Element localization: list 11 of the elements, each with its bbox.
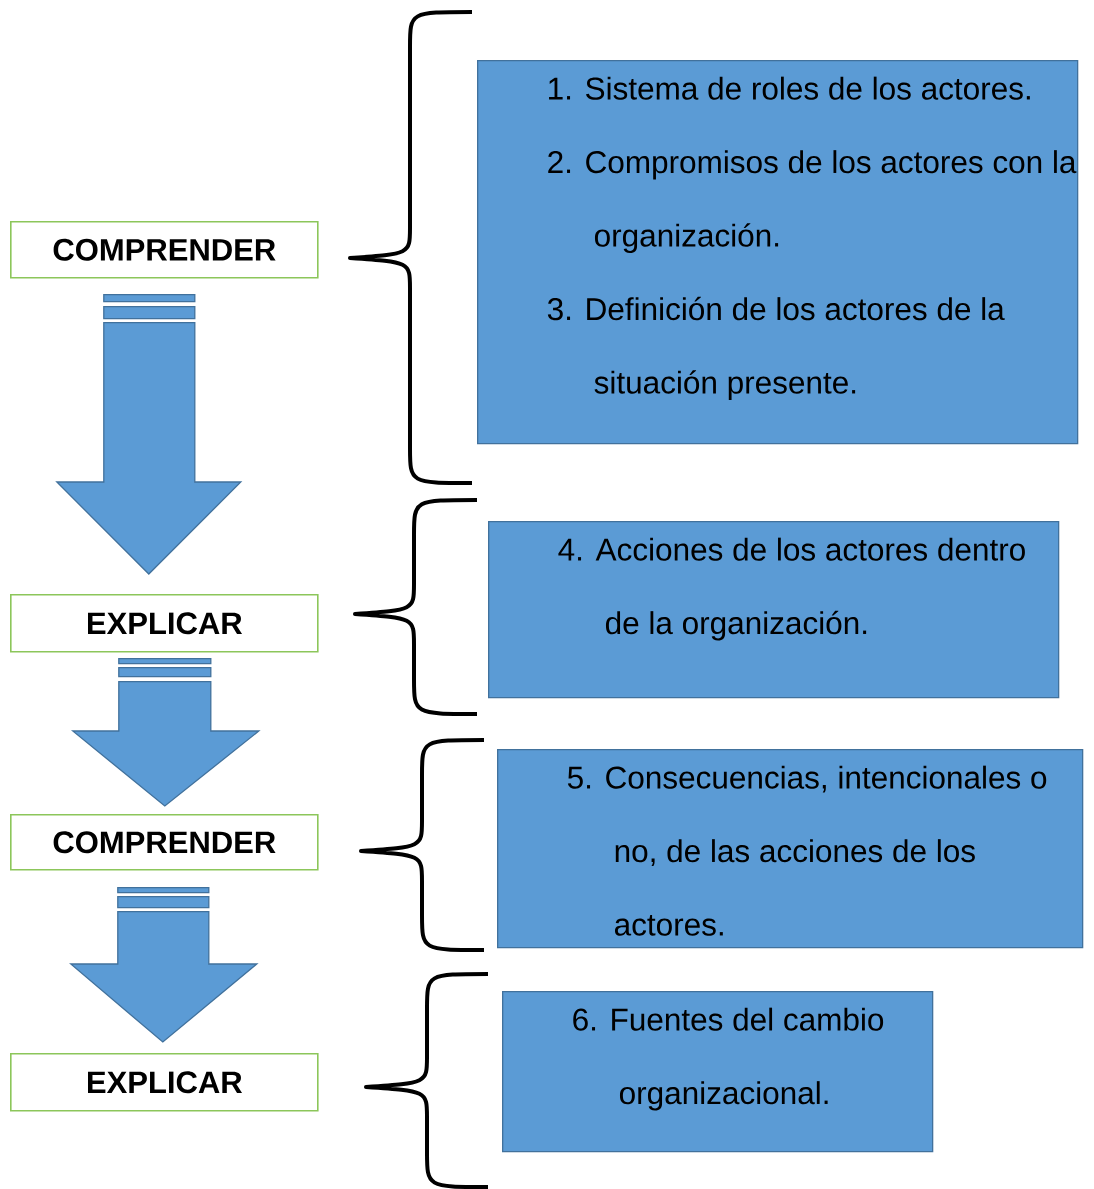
list-box: 6. Fuentes del cambio organizacional. — [502, 991, 934, 1153]
block-arrow — [69, 886, 259, 1043]
block-arrow — [70, 657, 261, 807]
list-box: 1. Sistema de roles de los actores. 2. Compromisos de los actores con la organización. 3. Definición de los actores de la situación presente. — [477, 60, 1079, 445]
label-box: EXPLICAR — [10, 1053, 319, 1112]
block-arrow — [55, 293, 243, 575]
label-box: EXPLICAR — [10, 594, 319, 653]
label-box: COMPRENDER — [10, 221, 319, 279]
label-box: COMPRENDER — [10, 814, 319, 871]
list-box: 5. Consecuencias, intencionales o no, de las acciones de los actores. — [497, 749, 1084, 949]
list-box: 4. Acciones de los actores dentro de la organización. — [488, 521, 1060, 699]
